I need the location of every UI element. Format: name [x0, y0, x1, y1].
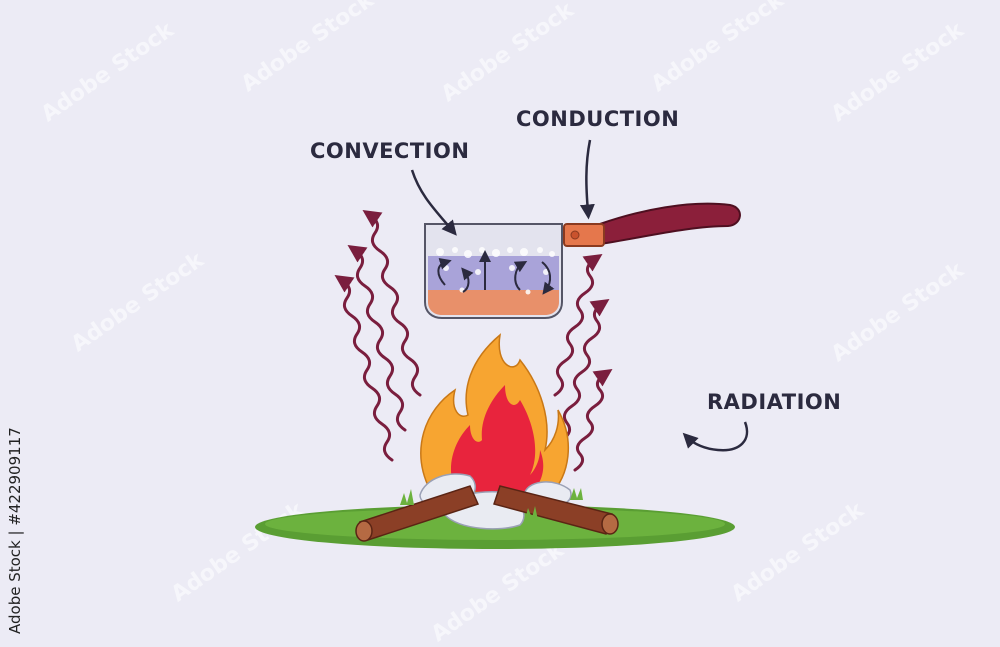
convection-pointer-arrow	[410, 169, 457, 236]
radiation-arrow-right-1	[553, 254, 603, 397]
pan-handle	[599, 202, 741, 246]
radiation-pointer-arrow	[682, 421, 749, 452]
convection-arrows	[437, 250, 555, 295]
radiation-arrow-right-2	[560, 299, 610, 442]
saucepan-icon	[424, 202, 741, 319]
radiation-arrow-right-3	[573, 369, 613, 472]
radiation-arrows-right	[553, 254, 613, 472]
radiation-arrow-left-2	[347, 245, 407, 432]
conduction-label: CONDUCTION	[516, 107, 680, 131]
grass-tufts	[400, 488, 583, 520]
stock-id-label: Adobe Stock | #422909117	[6, 427, 24, 634]
log-right	[493, 485, 613, 535]
pan-handle-bracket	[563, 223, 605, 247]
radiation-arrow-left-1	[362, 210, 422, 397]
log-icon	[355, 485, 619, 542]
conduction-pointer-arrow	[579, 139, 595, 220]
log-right-end	[601, 513, 619, 535]
log-left-end	[355, 520, 373, 542]
pan-water	[428, 256, 559, 290]
radiation-label: RADIATION	[707, 390, 842, 414]
pan-heated-water	[428, 288, 559, 315]
flame-icon	[420, 333, 570, 496]
radiation-arrows-left	[334, 210, 422, 462]
convection-label: CONVECTION	[310, 139, 470, 163]
flame-inner	[450, 385, 544, 495]
radiation-arrow-left-3	[334, 275, 394, 462]
